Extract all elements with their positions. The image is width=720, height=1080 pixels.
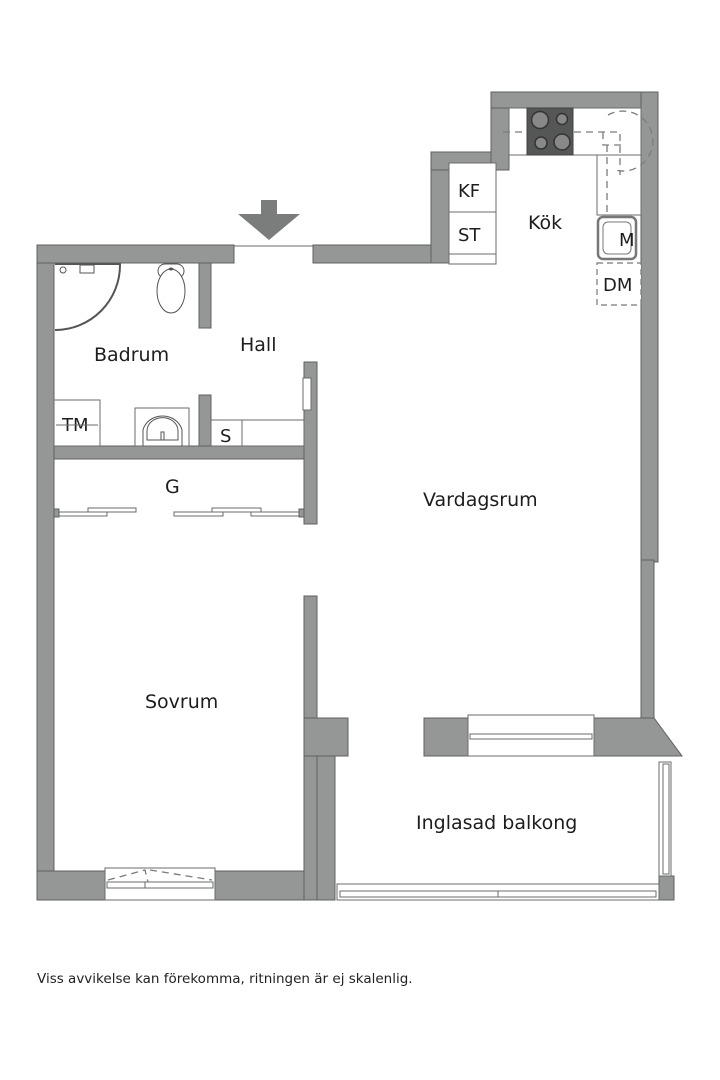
room-label-sovrum: Sovrum	[145, 691, 218, 713]
room-label-garderob: G	[165, 476, 180, 498]
room-label-kok: Kök	[528, 212, 562, 234]
hall-fixtures: S	[210, 377, 312, 447]
windows	[104, 714, 672, 901]
washbasin-icon	[134, 407, 190, 447]
fixture-label-s: S	[220, 426, 231, 447]
room-label-balkong: Inglasad balkong	[416, 812, 577, 834]
fixture-label-dm: DM	[603, 275, 632, 296]
walls	[36, 91, 683, 901]
room-label-badrum: Badrum	[94, 344, 169, 366]
kitchen-fixtures: KF ST M DM	[448, 107, 654, 306]
bathroom-fixtures: TM	[53, 263, 190, 447]
fixture-label-kf: KF	[458, 181, 480, 202]
sink-icon	[596, 215, 638, 261]
fixture-label-m: M	[619, 230, 635, 251]
disclaimer-text: Viss avvikelse kan förekomma, ritningen …	[37, 971, 413, 987]
room-label-hall: Hall	[240, 334, 277, 356]
arrow-down-icon	[234, 200, 313, 247]
fixture-label-st: ST	[458, 225, 481, 246]
toilet-icon	[156, 263, 186, 314]
room-labels: Kök Hall Badrum Vardagsrum Sovrum Inglas…	[94, 212, 577, 834]
stove-icon	[526, 107, 574, 156]
room-label-vardagsrum: Vardagsrum	[423, 489, 538, 511]
wardrobe-doors	[53, 507, 305, 518]
shower-icon	[55, 263, 121, 331]
